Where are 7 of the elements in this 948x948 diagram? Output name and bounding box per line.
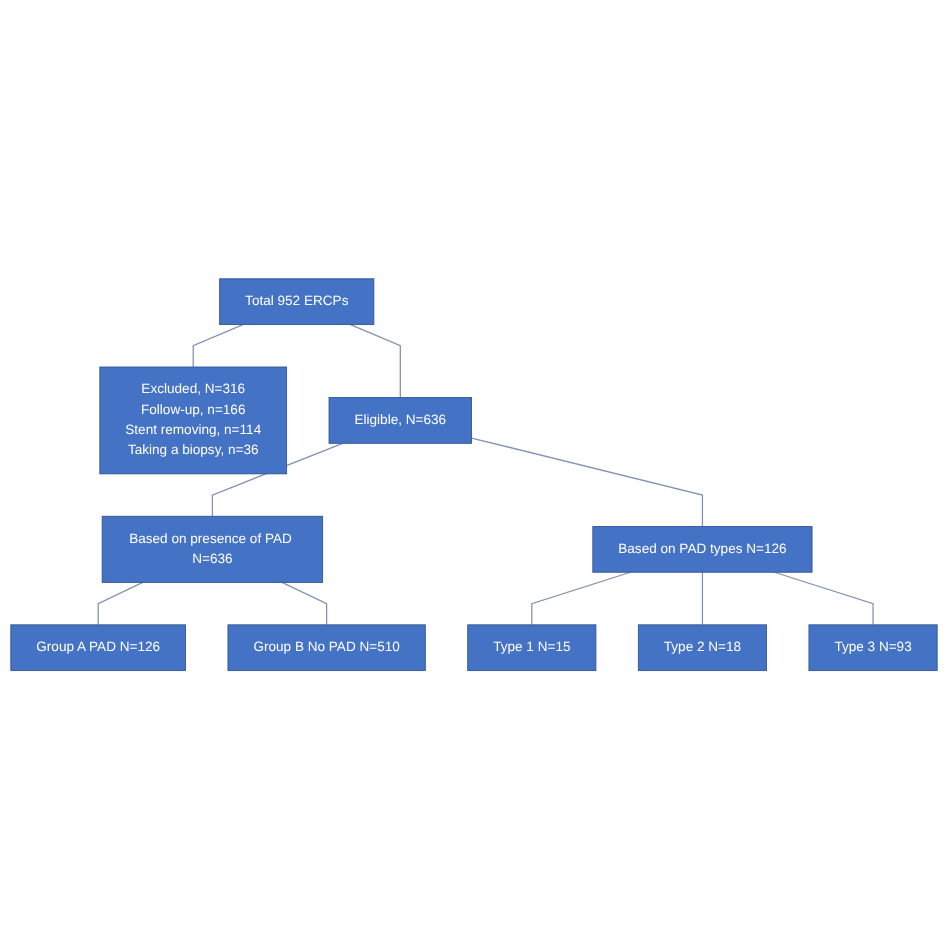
connector	[97, 581, 144, 625]
connector	[531, 570, 632, 625]
connector	[192, 323, 244, 367]
connector	[701, 570, 704, 625]
connector	[470, 436, 704, 527]
connector	[281, 581, 328, 625]
connector	[773, 570, 874, 625]
